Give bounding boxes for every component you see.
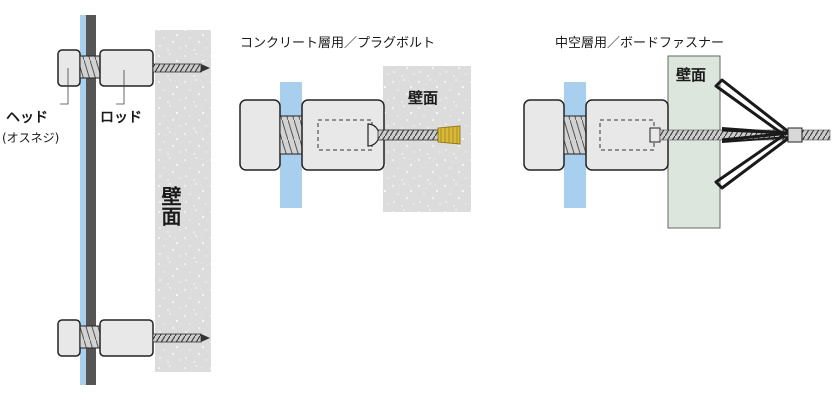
glass-strip: [80, 15, 86, 385]
concrete-panel-title: コンクリート層用／プラグボルト: [240, 36, 435, 51]
hollow-screw-head: [649, 127, 661, 143]
head-sub-label: (オスネジ): [2, 131, 59, 145]
plug-anchor: [437, 125, 461, 145]
concrete-wall-label: 壁面: [408, 89, 438, 107]
hollow-panel-title: 中空層用／ボードファスナー: [555, 36, 724, 51]
side-fastener-top: [57, 49, 210, 87]
hollow-panel: 中空層用／ボードファスナー 壁面: [523, 36, 831, 229]
panel-strip: [86, 15, 96, 385]
concrete-head: [239, 99, 281, 171]
hollow-head: [523, 99, 565, 171]
wing-top: [714, 78, 791, 137]
rod-top: [99, 49, 154, 87]
wall-label-side: 壁面: [158, 185, 182, 226]
concrete-panel: コンクリート層用／プラグボルト 壁面: [239, 36, 471, 212]
toggle-nut: [787, 127, 803, 143]
bolt-thread-bottom: [79, 325, 101, 349]
head-top: [57, 49, 81, 87]
side-view: ヘッド (オスネジ) ロッド 壁面: [2, 15, 211, 385]
board-wall-label: 壁面: [676, 66, 706, 84]
rod-label: ロッド: [100, 110, 142, 126]
head-label: ヘッド: [6, 110, 48, 126]
rod-bottom: [99, 319, 154, 357]
board-wall: [667, 55, 721, 229]
head-leader-line: [60, 68, 69, 105]
wall-concrete-side: [155, 30, 211, 372]
hollow-bolt-thread: [563, 115, 587, 155]
bolt-thread-top: [79, 55, 101, 79]
head-bottom: [57, 319, 81, 357]
wing-bottom: [714, 133, 791, 190]
side-fastener-bottom: [57, 319, 210, 357]
rod-leader-line: [116, 70, 125, 105]
